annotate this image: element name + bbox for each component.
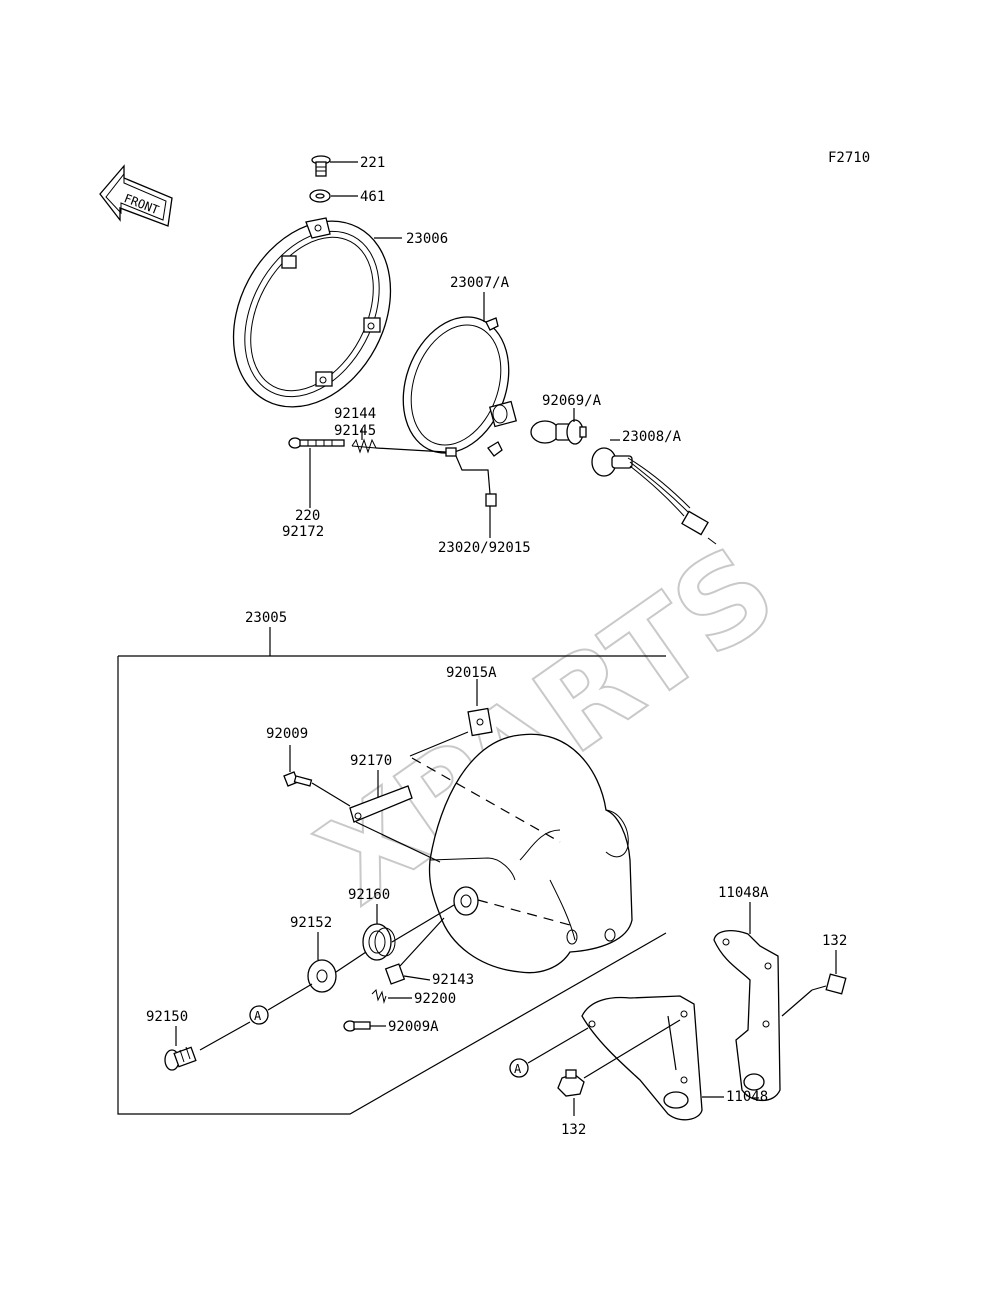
grommet-icon [362, 923, 396, 961]
label-92015a: 92015A [446, 665, 497, 681]
bracket-11048-icon [581, 995, 703, 1121]
spring-icon [351, 438, 377, 454]
washer-461-icon [309, 189, 331, 203]
label-92200: 92200 [414, 991, 456, 1007]
ref-marker-a-left: A [249, 1005, 269, 1025]
label-11048a: 11048A [718, 885, 769, 901]
label-461: 461 [360, 189, 385, 205]
diagram-code: F2710 [828, 150, 870, 166]
bolt-92009a-icon [343, 1020, 371, 1032]
label-92144: 92144 [334, 406, 376, 422]
small-spring-icon [371, 988, 387, 1004]
label-92009a: 92009A [388, 1019, 439, 1035]
collar-icon [307, 959, 337, 993]
ref-marker-a-right: A [509, 1058, 529, 1078]
label-132-upper: 132 [822, 933, 847, 949]
headlight-unit-icon [402, 316, 518, 457]
label-220: 220 [295, 508, 320, 524]
label-92160: 92160 [348, 887, 390, 903]
label-23008a: 23008/A [622, 429, 682, 445]
bolt-92150-icon [164, 1046, 197, 1071]
label-23005: 23005 [245, 610, 287, 626]
bolt-132-lower-icon [557, 1069, 585, 1097]
label-92145: 92145 [334, 423, 376, 439]
bulb-icon [530, 419, 587, 445]
bolt-92009-icon [283, 771, 313, 787]
svg-text:A: A [254, 1009, 262, 1023]
label-92150: 92150 [146, 1009, 188, 1025]
label-23006: 23006 [406, 231, 448, 247]
label-92069a: 92069/A [542, 393, 602, 409]
bracket-plate-icon [349, 785, 413, 823]
label-92172: 92172 [282, 524, 324, 540]
screw-221-icon [311, 155, 331, 177]
bolt-132-upper-icon [811, 973, 847, 995]
headlight-housing-icon [428, 733, 633, 974]
nut-92015a-icon [467, 707, 493, 737]
bracket-11048a-icon [713, 929, 781, 1102]
label-92152: 92152 [290, 915, 332, 931]
label-92170: 92170 [350, 753, 392, 769]
nut-icon [445, 447, 497, 507]
bushing-icon [384, 963, 406, 985]
front-arrow-icon: FRONT [99, 164, 173, 227]
label-92009: 92009 [266, 726, 308, 742]
headlight-rim-icon [232, 217, 392, 408]
label-132-lower: 132 [561, 1122, 586, 1138]
adjust-screw-icon [288, 437, 345, 449]
label-11048: 11048 [726, 1089, 768, 1105]
svg-text:A: A [514, 1062, 522, 1076]
label-23007a: 23007/A [450, 275, 510, 291]
label-221: 221 [360, 155, 385, 171]
label-92143: 92143 [432, 972, 474, 988]
socket-harness-icon [591, 447, 717, 545]
label-23020-92015: 23020/92015 [438, 540, 531, 556]
assembly-frame [117, 655, 667, 1115]
